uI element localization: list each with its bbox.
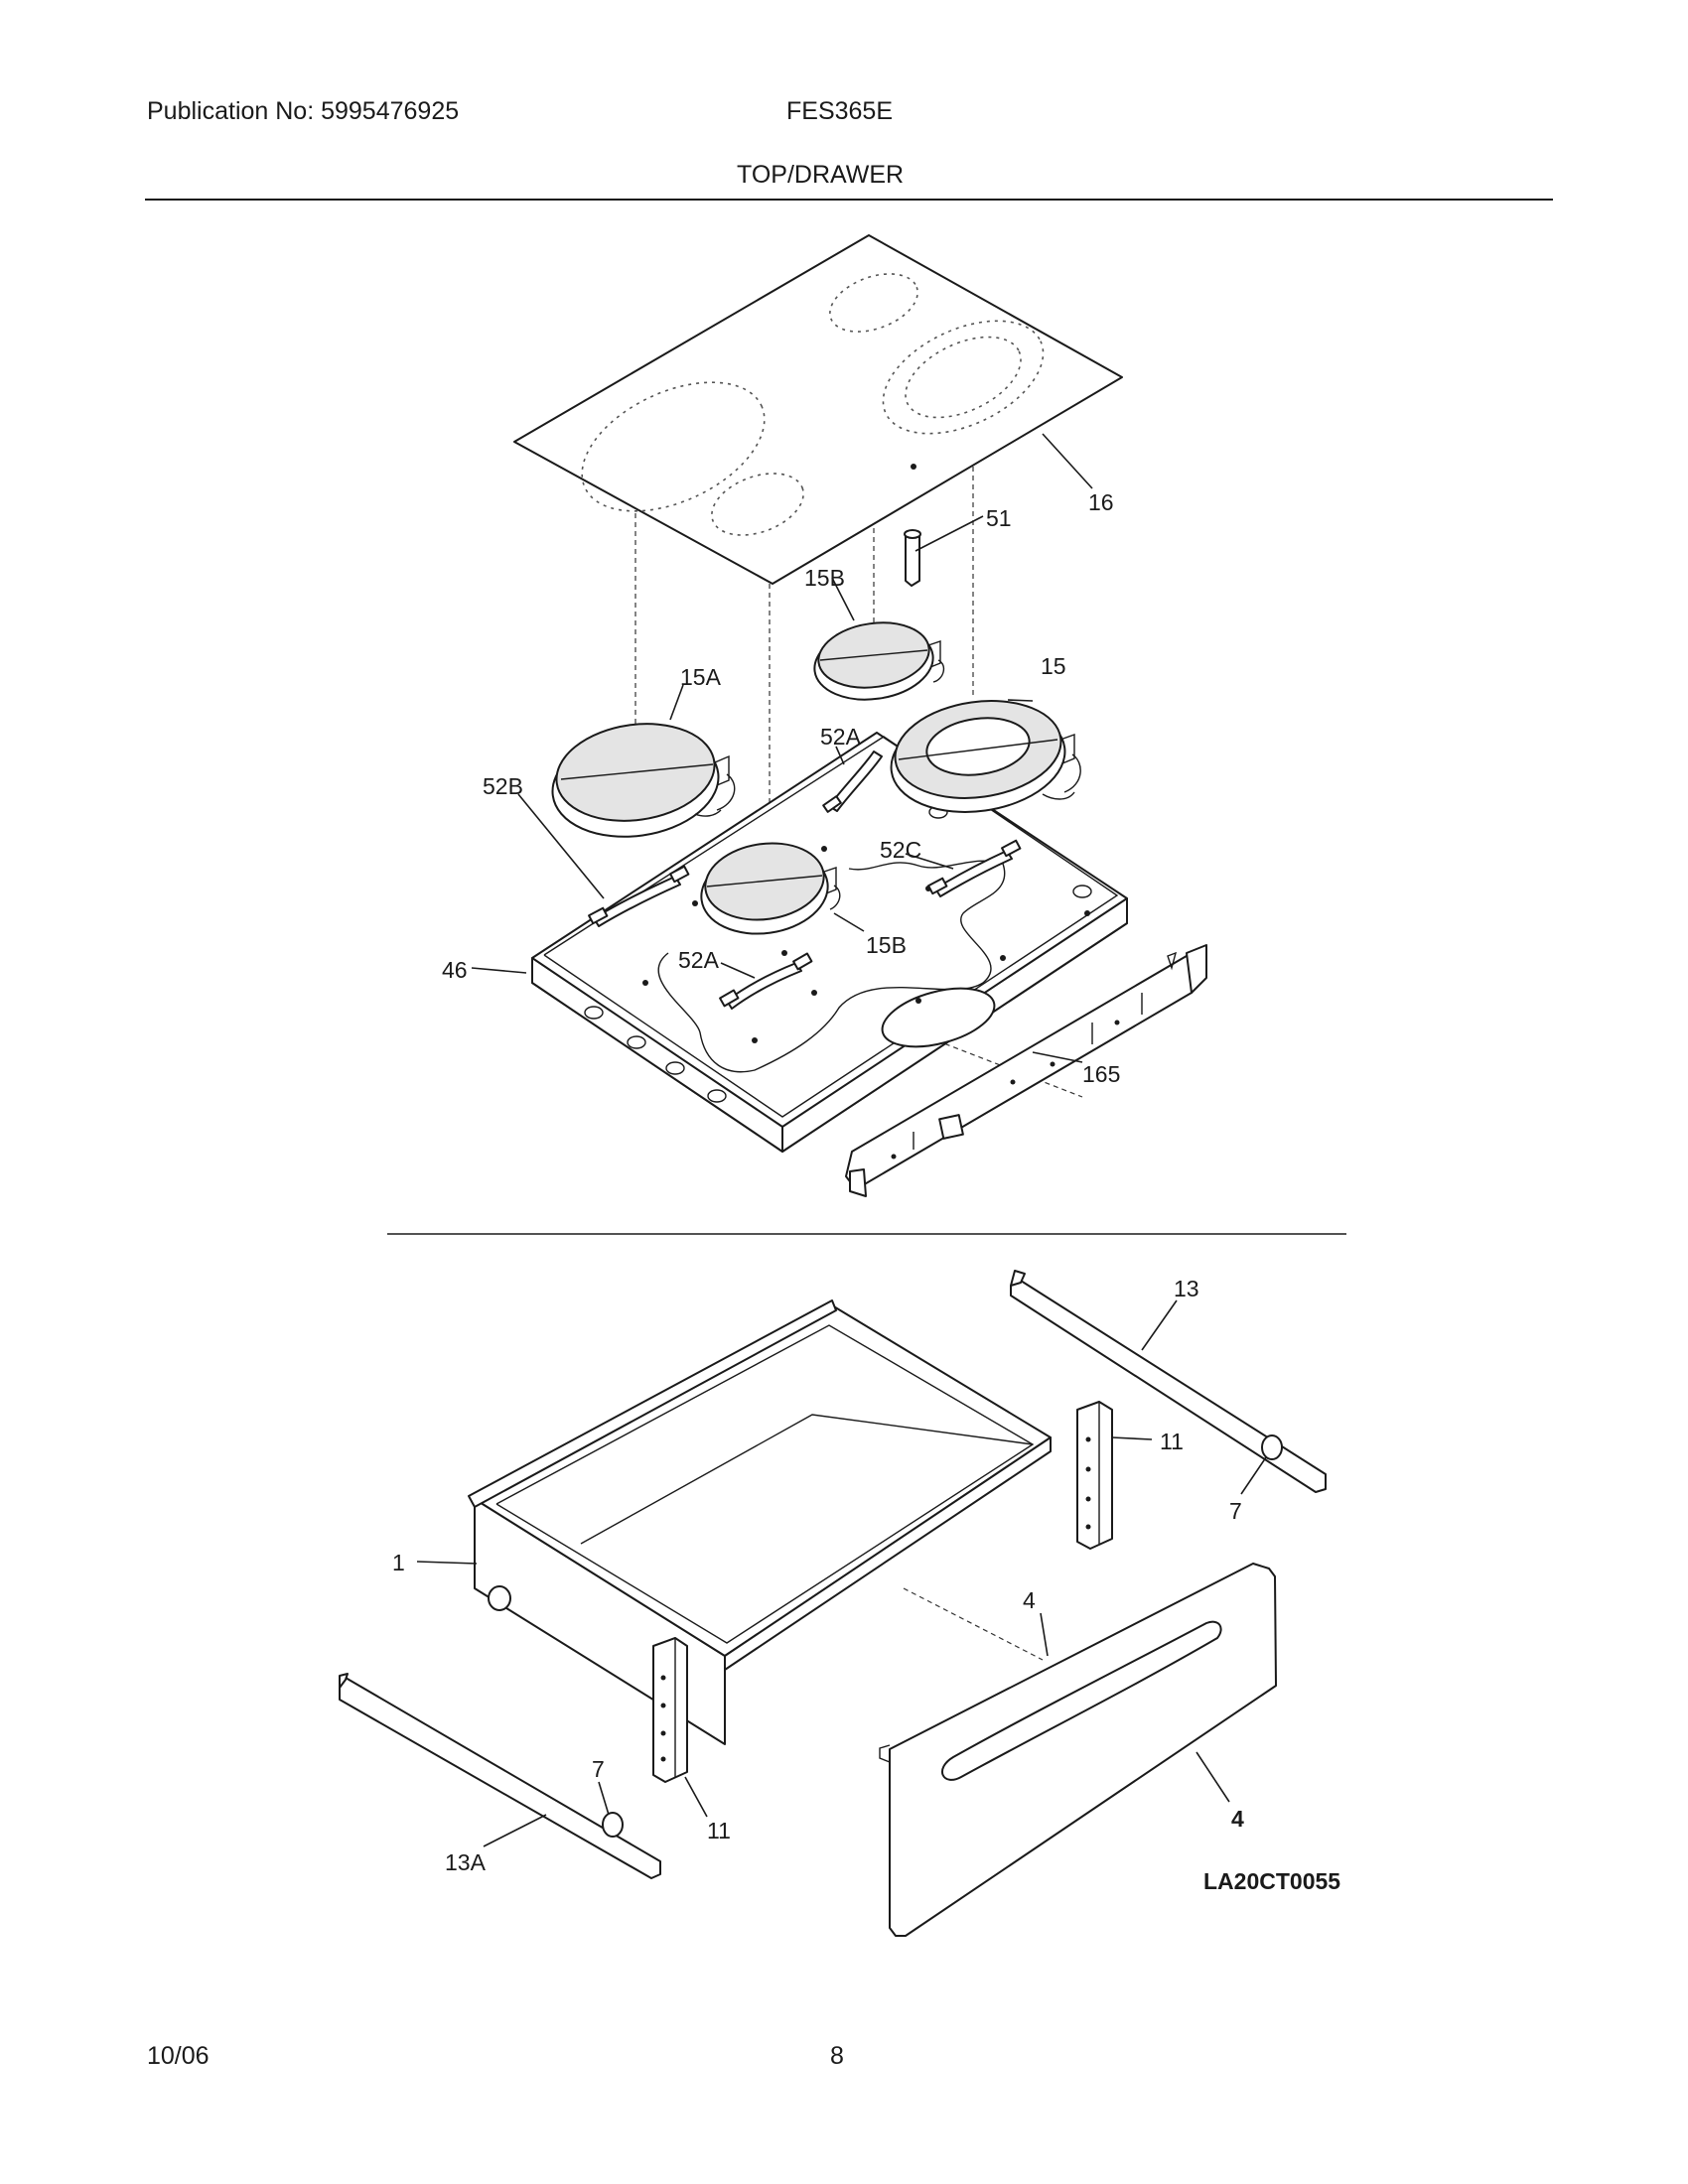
bracket-11-right: [1076, 1401, 1113, 1550]
callout-52b: 52B: [483, 773, 523, 799]
callout-15b-rear: 15B: [804, 565, 845, 591]
drawer-assembly: 13 11 7 1 4 4 7 11 13A LA20CT0055: [339, 1270, 1340, 1937]
element-large-left: [551, 723, 736, 838]
callout-52a-front: 52A: [678, 947, 720, 973]
element-small-rear: [813, 621, 945, 701]
reference-code: LA20CT0055: [1203, 1868, 1340, 1894]
section-title: TOP/DRAWER: [737, 161, 905, 189]
footer-date: 10/06: [147, 2042, 210, 2070]
callout-1: 1: [392, 1550, 405, 1575]
bracket-11-left: [652, 1637, 688, 1783]
top-assembly: 16 51 15B 15 15A 52A 52B 52C 15B 52A 46 …: [442, 234, 1207, 1197]
publication-number: Publication No: 5995476925: [147, 97, 460, 125]
callout-165: 165: [1082, 1061, 1120, 1087]
callout-4-lower: 4: [1231, 1806, 1244, 1832]
roller-right: [1261, 1434, 1283, 1460]
callout-15a: 15A: [680, 664, 722, 690]
callout-16: 16: [1088, 489, 1114, 515]
bracket-right: [927, 839, 1022, 897]
callout-7-right: 7: [1229, 1498, 1242, 1524]
rail-left: [339, 1673, 661, 1879]
callout-51: 51: [986, 505, 1012, 531]
drawer-leader-lines: [416, 1299, 1267, 1847]
bracket-rear: [822, 751, 883, 813]
top-leader-lines: [471, 433, 1093, 1063]
page-number: 8: [830, 2042, 844, 2070]
callout-52a-rear: 52A: [820, 724, 862, 750]
roller-left: [602, 1812, 624, 1838]
bracket-front: [719, 952, 813, 1010]
callout-7-left: 7: [592, 1756, 605, 1782]
sensor-probe: [904, 529, 921, 587]
callout-46: 46: [442, 957, 468, 983]
burner-box: [531, 732, 1128, 1153]
callout-4-upper: 4: [1023, 1587, 1036, 1613]
callout-52c: 52C: [880, 837, 921, 863]
callout-11-right: 11: [1160, 1429, 1184, 1454]
element-large-right: [890, 700, 1081, 813]
rear-rail: [845, 944, 1207, 1197]
model-number: FES365E: [786, 97, 894, 125]
cooktop-glass: [513, 234, 1123, 585]
callout-15: 15: [1041, 653, 1066, 679]
callout-11-left: 11: [707, 1818, 731, 1843]
callout-13: 13: [1174, 1276, 1199, 1301]
drawer-front: [879, 1563, 1277, 1937]
callout-15b-front: 15B: [866, 932, 907, 958]
drawer-body: [468, 1299, 1052, 1745]
rail-right: [1010, 1270, 1327, 1493]
callout-13a: 13A: [445, 1849, 487, 1875]
element-small-front: [700, 842, 841, 935]
bracket-left: [588, 865, 690, 927]
